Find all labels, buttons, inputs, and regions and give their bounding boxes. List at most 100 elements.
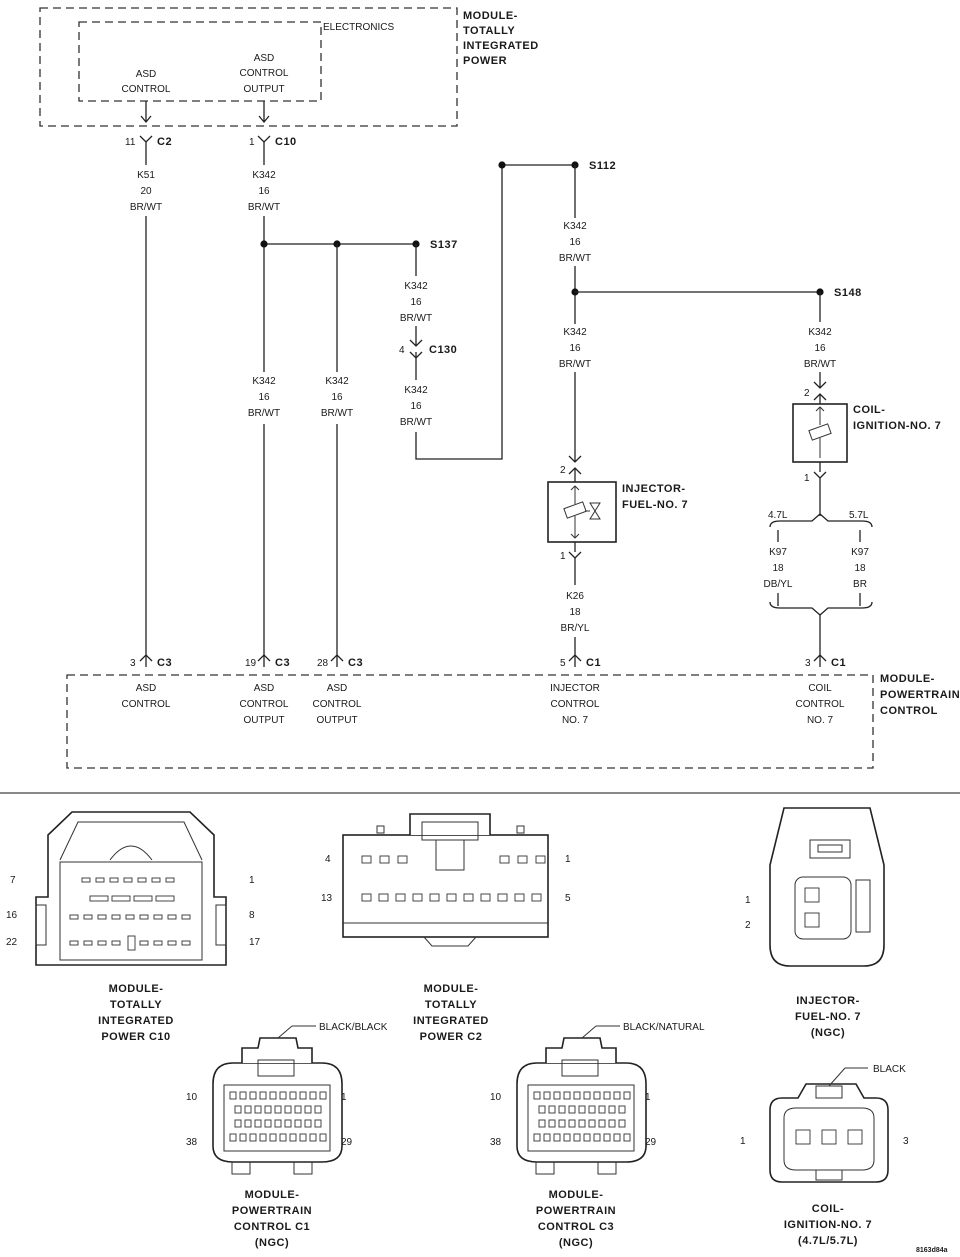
svg-text:18: 18	[569, 607, 581, 618]
svg-text:2: 2	[804, 388, 810, 399]
svg-text:18: 18	[854, 563, 866, 574]
connector-cavity	[397, 855, 408, 864]
svg-text:NO. 7: NO. 7	[807, 715, 834, 726]
connector-cavity	[111, 914, 121, 920]
svg-text:K342: K342	[325, 376, 349, 387]
svg-text:K342: K342	[252, 170, 276, 181]
svg-text:1: 1	[645, 1092, 651, 1103]
splice-s148: S148	[834, 287, 862, 299]
svg-text:1: 1	[804, 473, 810, 484]
connector-cavity	[294, 1105, 302, 1114]
connector-pcm-c3-pin3: 3 C3	[130, 654, 172, 669]
svg-text:ASD: ASD	[327, 683, 348, 694]
svg-text:BR/WT: BR/WT	[559, 253, 591, 264]
svg-text:C3: C3	[348, 657, 363, 669]
connector-cavity	[229, 1091, 237, 1100]
wire-k342-c130: K342 16 BR/WT K342 16 BR/WT	[400, 161, 575, 460]
connector-cavity	[573, 1091, 581, 1100]
connector-cavity	[533, 1091, 541, 1100]
svg-text:CONTROL: CONTROL	[551, 699, 600, 710]
connector-cavity	[497, 893, 508, 902]
connector-cavity	[563, 1091, 571, 1100]
tipm-c2-title: MODULE- TOTALLY INTEGRATED POWER C2	[413, 983, 488, 1043]
connector-cavity	[153, 940, 163, 946]
connector-cavity	[244, 1105, 252, 1114]
connector-cavity	[139, 914, 149, 920]
pcm-c3-cavities	[533, 1091, 631, 1142]
connector-cavity	[239, 1133, 247, 1142]
connector-cavity	[269, 1133, 277, 1142]
connector-cavity	[598, 1119, 606, 1128]
connector-cavity	[181, 940, 191, 946]
svg-text:BR/WT: BR/WT	[248, 408, 280, 419]
svg-text:3: 3	[130, 658, 136, 669]
svg-text:COIL-: COIL-	[812, 1203, 844, 1215]
option-47l: 4.7L	[768, 510, 788, 521]
svg-text:16: 16	[814, 343, 826, 354]
svg-text:CONTROL: CONTROL	[240, 699, 289, 710]
connector-cavity	[309, 1091, 317, 1100]
svg-text:MODULE-: MODULE-	[424, 983, 479, 995]
svg-text:ASD: ASD	[254, 53, 275, 64]
svg-text:8: 8	[249, 910, 255, 921]
svg-text:IGNITION-NO. 7: IGNITION-NO. 7	[853, 420, 941, 432]
svg-text:CONTROL: CONTROL	[313, 699, 362, 710]
tipm-asd-control-output-label: ASD CONTROL OUTPUT	[240, 53, 289, 95]
connector-cavity	[111, 940, 121, 946]
svg-text:16: 16	[569, 237, 581, 248]
connector-cavity	[480, 893, 491, 902]
connector-cavity	[89, 895, 109, 902]
connector-cavity	[97, 914, 107, 920]
connector-cavity	[229, 1133, 237, 1142]
connector-cavity	[125, 914, 135, 920]
connector-cavity	[543, 1091, 551, 1100]
svg-text:INJECTOR-: INJECTOR-	[622, 483, 686, 495]
connector-cavity	[155, 895, 175, 902]
tipm-module: ELECTRONICS MODULE- TOTALLY INTEGRATED P…	[39, 7, 538, 127]
svg-text:K26: K26	[566, 591, 584, 602]
connector-cavity	[239, 1091, 247, 1100]
connector-cavity	[133, 895, 153, 902]
coil-title: COIL- IGNITION-NO. 7	[853, 404, 941, 432]
coil-view-title: COIL- IGNITION-NO. 7 (4.7L/5.7L)	[784, 1203, 872, 1247]
injector-fuel-no7: 2 INJECTOR- FUEL-NO. 7 1	[547, 465, 688, 562]
svg-text:IGNITION-NO. 7: IGNITION-NO. 7	[784, 1219, 872, 1231]
connector-cavity	[304, 1105, 312, 1114]
pcm-asd-control-output-label: ASD CONTROL OUTPUT	[240, 683, 289, 726]
connector-cavity	[608, 1119, 616, 1128]
connector-cavity	[123, 877, 133, 883]
svg-text:16: 16	[410, 297, 422, 308]
svg-text:16: 16	[410, 401, 422, 412]
svg-text:13: 13	[321, 893, 333, 904]
connector-cavity	[531, 893, 542, 902]
connector-cavity	[361, 855, 372, 864]
svg-text:C1: C1	[831, 657, 846, 669]
connector-cavity	[279, 1133, 287, 1142]
connector-cavity	[289, 1133, 297, 1142]
connector-cavity	[514, 893, 525, 902]
connector-cavity	[568, 1119, 576, 1128]
svg-text:16: 16	[258, 186, 270, 197]
connector-cavity	[97, 940, 107, 946]
svg-text:BR/WT: BR/WT	[248, 202, 280, 213]
svg-text:38: 38	[490, 1137, 502, 1148]
svg-text:5: 5	[565, 893, 571, 904]
splice-s137: S137	[430, 239, 458, 251]
svg-text:COIL: COIL	[808, 683, 832, 694]
connector-cavity	[412, 893, 423, 902]
wire-k97-branches: 4.7L 5.7L K97 18 DB/YL K97 18 BR	[764, 478, 873, 655]
pcm-c3-color: BLACK/NATURAL	[623, 1022, 705, 1033]
svg-text:22: 22	[6, 937, 18, 948]
svg-text:CONTROL: CONTROL	[880, 705, 938, 717]
svg-text:CONTROL C1: CONTROL C1	[234, 1221, 310, 1233]
svg-text:INJECTOR-: INJECTOR-	[796, 995, 860, 1007]
svg-text:C1: C1	[586, 657, 601, 669]
svg-text:ASD: ASD	[254, 683, 275, 694]
svg-text:BR/YL: BR/YL	[561, 623, 590, 634]
connector-cavity	[83, 914, 93, 920]
injector-view-title: INJECTOR- FUEL-NO. 7 (NGC)	[795, 995, 861, 1039]
connector-cavity	[181, 914, 191, 920]
connector-cavity	[269, 1091, 277, 1100]
connector-cavity	[264, 1105, 272, 1114]
